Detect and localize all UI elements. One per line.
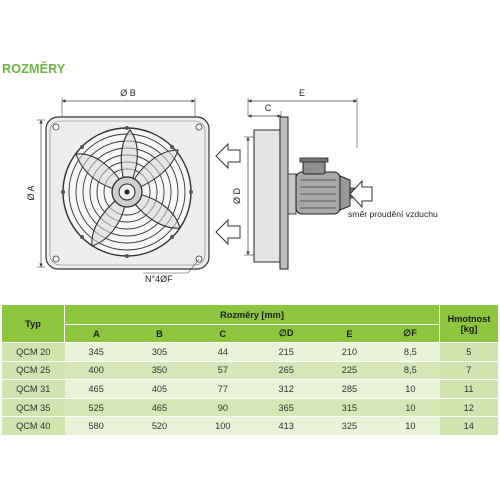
value-cell: 305 (127, 342, 192, 362)
value-cell: 10 (381, 379, 440, 399)
label-f: N°4ØF (145, 274, 173, 284)
value-cell: 210 (317, 342, 382, 362)
value-cell: 405 (127, 379, 192, 399)
side-view: E C Ø D směr proudění vzd (215, 88, 438, 270)
airflow-label: směr proudění vzduchu (348, 209, 438, 219)
mounting-hole-icon (52, 123, 60, 131)
value-cell: 265 (254, 361, 318, 381)
weight-header-line2: [kg] (460, 323, 478, 334)
dimensions-table: Typ Rozměry [mm] Hmotnost [kg] A B C ∅D … (2, 305, 498, 436)
value-cell: 100 (191, 416, 255, 436)
column-header-f: ∅F (381, 324, 440, 343)
fan-dimension-drawing: Ø B Ø A (26, 88, 438, 284)
value-cell: 215 (254, 342, 318, 362)
typ-cell: QCM 40 (2, 416, 65, 436)
value-cell: 44 (191, 342, 255, 362)
value-cell: 345 (64, 342, 128, 362)
value-cell: 413 (254, 416, 318, 436)
value-cell: 315 (317, 398, 382, 418)
value-cell: 90 (191, 398, 255, 418)
weight-cell: 12 (439, 398, 498, 418)
column-header-a: A (64, 324, 128, 343)
weight-header: Hmotnost [kg] (439, 305, 498, 343)
column-header-e: E (317, 324, 382, 343)
value-cell: 350 (127, 361, 192, 381)
label-d: Ø D (232, 188, 242, 205)
value-cell: 325 (317, 416, 382, 436)
weight-cell: 7 (439, 361, 498, 381)
group-header: Rozměry [mm] (64, 305, 440, 325)
value-cell: 400 (64, 361, 128, 381)
front-view: Ø B Ø A (26, 88, 210, 284)
airflow-arrow-icon (215, 218, 241, 246)
typ-cell: QCM 25 (2, 361, 65, 381)
value-cell: 525 (64, 398, 128, 418)
fan-ring (253, 129, 281, 263)
value-cell: 10 (381, 398, 440, 418)
value-cell: 365 (254, 398, 318, 418)
column-header-d: ∅D (254, 324, 318, 343)
value-cell: 8,5 (381, 361, 440, 381)
table-row: QCM 20 345 305 44 215 210 8,5 5 (2, 342, 498, 362)
fan-blades (75, 129, 181, 247)
table-row: QCM 31 465 405 77 312 285 10 11 (2, 379, 498, 399)
label-a: Ø A (26, 185, 36, 200)
value-cell: 77 (191, 379, 255, 399)
value-cell: 465 (127, 398, 192, 418)
mounting-hole-icon (195, 123, 203, 131)
table-row: QCM 40 580 520 100 413 325 10 14 (2, 416, 498, 436)
column-header-b: B (127, 324, 192, 343)
value-cell: 10 (381, 416, 440, 436)
label-b: Ø B (120, 88, 136, 98)
value-cell: 8,5 (381, 342, 440, 362)
value-cell: 465 (64, 379, 128, 399)
airflow-arrow-icon (215, 142, 241, 170)
typ-header: Typ (2, 305, 65, 343)
value-cell: 57 (191, 361, 255, 381)
weight-cell: 11 (439, 379, 498, 399)
typ-cell: QCM 20 (2, 342, 65, 362)
table-row: QCM 25 400 350 57 265 225 8,5 7 (2, 361, 498, 381)
typ-cell: QCM 35 (2, 398, 65, 418)
value-cell: 312 (254, 379, 318, 399)
typ-cell: QCM 31 (2, 379, 65, 399)
airflow-arrow-icon (349, 179, 373, 209)
label-c: C (265, 103, 272, 113)
weight-cell: 14 (439, 416, 498, 436)
label-e: E (299, 88, 305, 98)
weight-cell: 5 (439, 342, 498, 362)
column-header-c: C (191, 324, 255, 343)
value-cell: 580 (64, 416, 128, 436)
value-cell: 225 (317, 361, 382, 381)
weight-header-line1: Hmotnost (447, 313, 491, 324)
section-heading: ROZMĚRY (2, 62, 66, 76)
value-cell: 285 (317, 379, 382, 399)
value-cell: 520 (127, 416, 192, 436)
side-plate (279, 116, 289, 270)
table-row: QCM 35 525 465 90 365 315 10 12 (2, 398, 498, 418)
mounting-hole-icon (52, 255, 60, 263)
